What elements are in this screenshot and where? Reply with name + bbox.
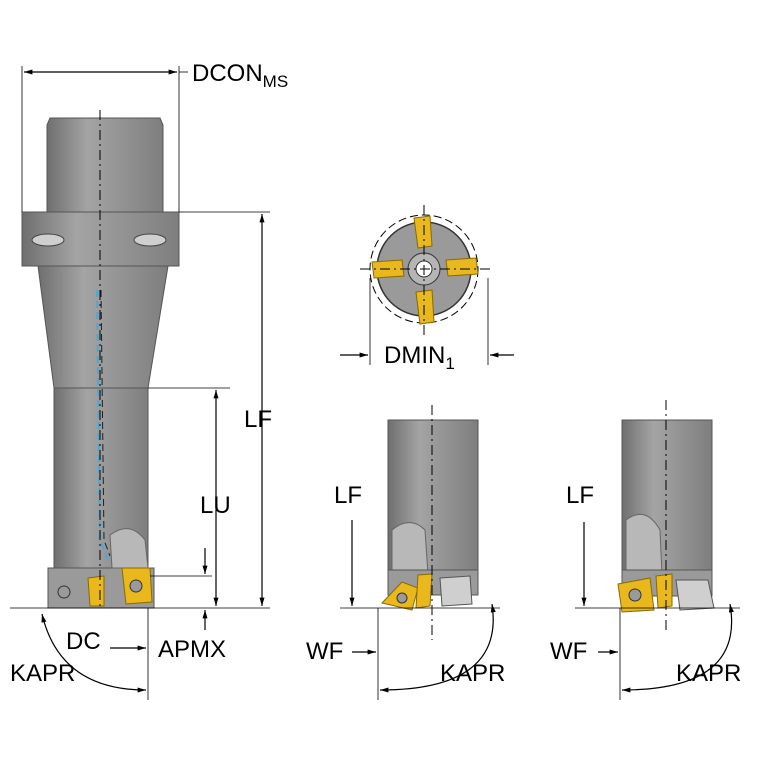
dcon-label: DCONMS bbox=[192, 60, 289, 91]
main-tool bbox=[21, 110, 180, 610]
flange-slot-right bbox=[133, 233, 167, 247]
dmin-text: DMIN bbox=[384, 342, 446, 369]
lf-main-label: LF bbox=[244, 406, 273, 433]
dc-label: DC bbox=[66, 628, 101, 655]
kapr-main-label: KAPR bbox=[10, 660, 76, 687]
shank-top bbox=[46, 117, 164, 213]
insert-left bbox=[87, 575, 105, 607]
wf-right-label: WF bbox=[550, 638, 588, 665]
lu-label: LU bbox=[200, 492, 231, 519]
kapr-mid-label: KAPR bbox=[440, 660, 506, 687]
apmx-label: APMX bbox=[158, 636, 227, 663]
coolant-channel bbox=[96, 289, 109, 561]
lf-mid-label: LF bbox=[334, 482, 363, 509]
wf-mid-label: WF bbox=[306, 638, 344, 665]
end-insert-right bbox=[445, 257, 479, 277]
flange-slot-left bbox=[31, 233, 65, 247]
dcon-text: DCON bbox=[192, 60, 263, 87]
kapr-right-label: KAPR bbox=[676, 660, 742, 687]
end-insert-bottom bbox=[415, 289, 435, 325]
taper bbox=[37, 265, 169, 389]
lf-right-label: LF bbox=[566, 482, 595, 509]
dcon-sub: MS bbox=[262, 72, 289, 91]
end-view bbox=[340, 205, 514, 365]
end-insert-top bbox=[413, 215, 433, 249]
dmin-label: DMIN1 bbox=[384, 342, 455, 373]
main-dimensions bbox=[10, 66, 270, 700]
side-view-1 bbox=[340, 405, 500, 700]
dmin-sub: 1 bbox=[445, 354, 455, 373]
side-view-2 bbox=[575, 400, 740, 700]
